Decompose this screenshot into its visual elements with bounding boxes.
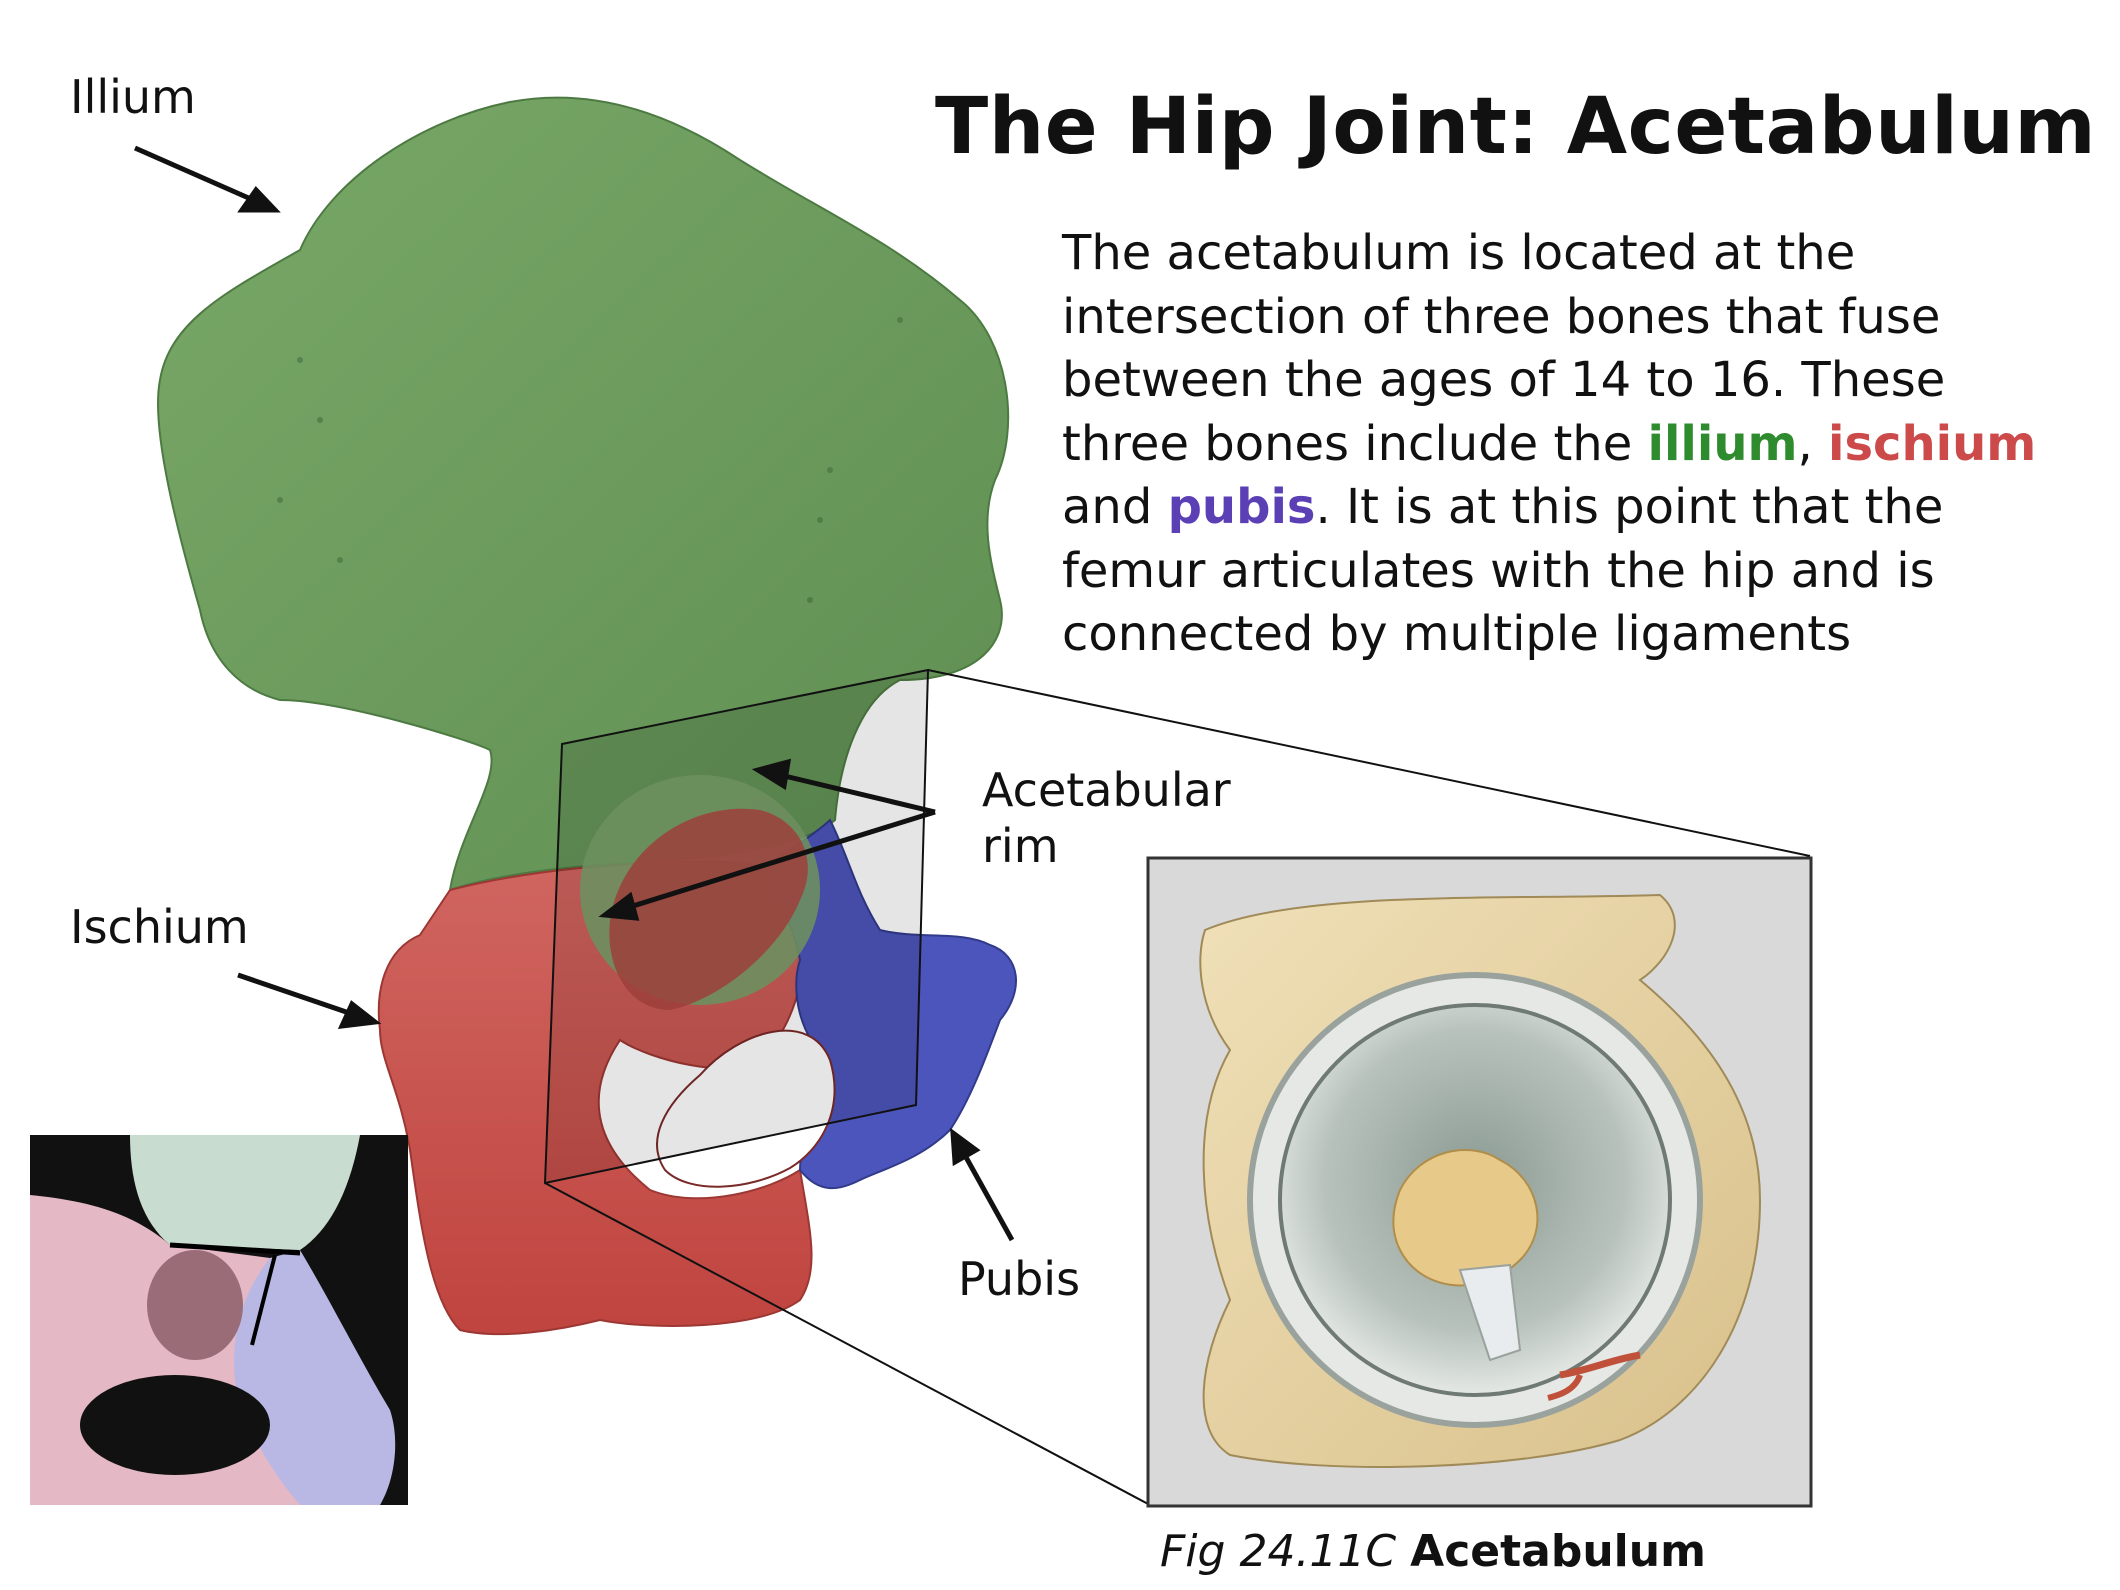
- acetabular-rim-label: Acetabular rim: [982, 762, 1231, 874]
- ischium-label: Ischium: [70, 900, 249, 954]
- description-text: The acetabulum is located at the interse…: [1062, 222, 2072, 667]
- obturator-foramen: [656, 1029, 836, 1188]
- illium-bone: [157, 96, 1010, 892]
- description-and: and: [1062, 479, 1168, 535]
- acetabular-rim-line2: rim: [982, 819, 1059, 873]
- illium-texture: [277, 317, 903, 603]
- illium-label: Illium: [70, 70, 196, 124]
- description-intro: The acetabulum is located at the interse…: [1062, 225, 1946, 472]
- label-arrows: [133, 145, 1015, 1242]
- acetabulum-detail-image: [1146, 856, 1813, 1508]
- figure-number: Fig 24.11C: [1160, 1526, 1397, 1577]
- xray-inset-image: [30, 1135, 408, 1505]
- figure-caption: Fig 24.11C Acetabulum: [1160, 1526, 1706, 1577]
- page-title: The Hip Joint: Acetabulum: [935, 82, 2097, 172]
- description-outro: . It is at this point that the femur art…: [1062, 479, 1944, 662]
- zoom-indicator: [543, 668, 1811, 1506]
- ischium-term: ischium: [1828, 415, 2037, 472]
- illium-term: illium: [1647, 415, 1798, 472]
- acetabular-fossa: [609, 808, 808, 1010]
- acetabular-rim-line1: Acetabular: [982, 763, 1231, 817]
- pubis-term: pubis: [1167, 479, 1316, 535]
- figure-title: Acetabulum: [1410, 1526, 1706, 1577]
- pubis-label: Pubis: [958, 1252, 1081, 1306]
- description-comma: ,: [1797, 415, 1829, 472]
